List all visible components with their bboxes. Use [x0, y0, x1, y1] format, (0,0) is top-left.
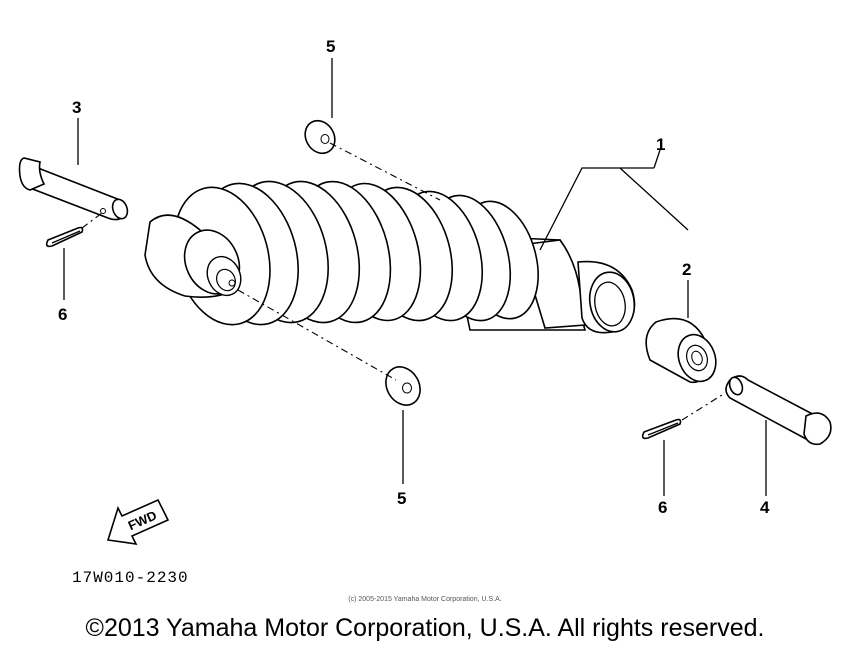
fwd-arrow-icon: FWD — [106, 498, 170, 546]
part-5-washer-top — [304, 119, 441, 201]
callout-1: 1 — [656, 135, 665, 154]
callout-6-left: 6 — [58, 305, 67, 324]
part-6-cotter-pin-right — [641, 394, 723, 440]
callout-4: 4 — [760, 498, 770, 517]
part-5-washer-bottom — [237, 289, 421, 406]
small-copyright-note: (c) 2005-2015 Yamaha Motor Corporation, … — [348, 596, 502, 603]
leader-lines — [63, 58, 767, 496]
callout-6-right: 6 — [658, 498, 667, 517]
rear-shock-exploded-diagram: 1 2 3 4 5 5 6 6 FWD 17W010-2230 — [18, 37, 832, 587]
callout-2: 2 — [682, 260, 691, 279]
part-4-bolt — [725, 375, 832, 446]
copyright-notice: ©2013 Yamaha Motor Corporation, U.S.A. A… — [85, 614, 765, 642]
part-6-cotter-pin-left — [45, 212, 103, 248]
callout-5-bottom: 5 — [397, 489, 406, 508]
part-1-shock-absorber — [144, 180, 636, 334]
diagram-code: 17W010-2230 — [72, 569, 189, 587]
callout-3: 3 — [72, 98, 81, 117]
callout-5-top: 5 — [326, 37, 335, 56]
coil-spring — [173, 180, 539, 326]
part-2-bushing — [645, 317, 717, 384]
part-3-bolt — [18, 157, 129, 221]
